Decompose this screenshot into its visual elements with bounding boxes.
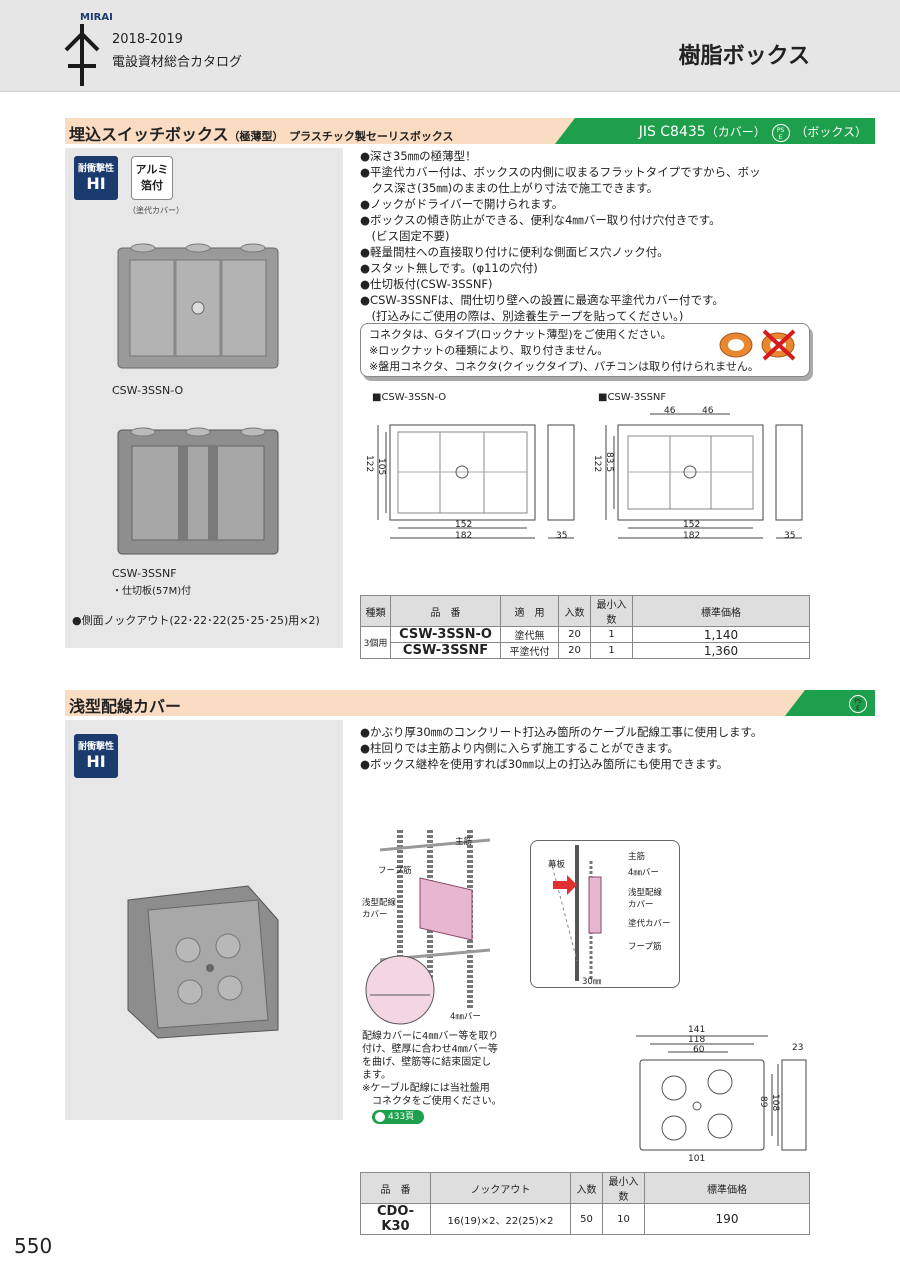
cdo-dim-108: 108 [770, 1094, 780, 1112]
cdo-dim-141: 141 [688, 1025, 706, 1035]
label-main-bar: 主筋 [455, 837, 473, 847]
brand-name: MIRAI [80, 12, 113, 23]
aluminum-note: （塗代カバー） [128, 206, 184, 215]
mirai-logo-icon [64, 24, 100, 86]
label-hoop: フープ筋 [378, 866, 412, 876]
dim2-width-182: 182 [683, 531, 701, 541]
dim-width-182: 182 [455, 531, 473, 541]
section1-feature-list: ●深さ35㎜の極薄型！●平塗代カバー付は、ボックスの内側に収まるフラットタイプで… [360, 149, 761, 323]
label-4mm-bar-2: 4㎜バー [628, 868, 659, 878]
product1-label: CSW-3SSN-O [112, 384, 184, 397]
dim-depth-35: 35 [556, 531, 568, 541]
label-cover: 浅型配線カバー [362, 898, 397, 920]
dim2-height-122: 122 [592, 455, 602, 473]
dim-pitch-46-right: 46 [702, 406, 714, 416]
section1-band: 埋込スイッチボックス（極薄型） プラスチック製セーリスボックス JIS C843… [65, 118, 875, 144]
section1-image-panel [65, 148, 343, 648]
table-row: CDO-K30 16(19)×2、22(25)×2 50 10 190 [360, 1203, 810, 1235]
diagram2-label: ■CSW-3SSNF [598, 392, 667, 403]
catalog-year: 2018-2019 [112, 32, 183, 47]
table-row: CSW-3SSNF 平塗代付 20 1 1,360 [361, 642, 810, 659]
diagram1-label: ■CSW-3SSN-O [372, 392, 447, 403]
diagram-csw-3ssn-o [377, 424, 575, 539]
product2-label: CSW-3SSNF [112, 567, 177, 580]
section2-feature-list: ●かぶり厚30㎜のコンクリート打込み箇所のケーブル配線工事に使用します。●柱回り… [360, 725, 763, 771]
knockout-note: ●側面ノックアウト(22･22･22(25･25･25)用×2) [72, 614, 320, 627]
table-row: 3個用 CSW-3SSN-O 塗代無 20 1 1,140 [360, 626, 810, 659]
cdo-dim-118: 118 [688, 1035, 706, 1045]
cdo-dim-60: 60 [693, 1045, 705, 1055]
page-title: 樹脂ボックス [678, 44, 810, 69]
aluminum-badge: アルミ箔付 [131, 156, 173, 200]
catalog-name: 電設資材総合カタログ [112, 55, 243, 70]
section2-title: 浅型配線カバー [69, 697, 182, 716]
section1-price-table: 種類 品 番 適 用 入数 最小入数 標準価格 3個用 CSW-3SSN-O 塗… [360, 595, 810, 659]
dim2-width-152: 152 [683, 520, 701, 530]
label-cover-2: 浅型配線カバー [628, 888, 663, 910]
dim2-height-83: 83.5 [604, 452, 614, 473]
cdo-dim-89: 89 [758, 1096, 768, 1108]
product2-note: ・仕切板(57M)付 [112, 586, 192, 597]
label-paint-cover: 塗代カバー [628, 919, 671, 929]
product-photo-csw-3ssnf [117, 427, 279, 555]
page-reference-link[interactable]: 433頁 [372, 1110, 424, 1124]
dim-width-152: 152 [455, 520, 473, 530]
product-photo-cdo-k30 [127, 885, 279, 1039]
installation-diagram-1 [365, 830, 491, 1025]
dim-height-105: 105 [376, 458, 386, 476]
cdo-dim-23: 23 [792, 1043, 804, 1053]
dim2-depth-35: 35 [784, 531, 796, 541]
dim-pitch-46-left: 46 [664, 406, 676, 416]
diagram-cdo-k30 [636, 1035, 807, 1151]
install-note: 配線カバーに4㎜バー等を取り付け、壁厚に合わせ4㎜バー等 を曲げ、壁筋等に結束固… [362, 1031, 502, 1107]
installation-diagram-2-frame [530, 840, 680, 988]
product-photo-csw-3ssn-o [117, 243, 279, 369]
dim-height-122: 122 [364, 455, 374, 473]
locknut-icon [719, 329, 796, 361]
page-number: 550 [14, 1234, 53, 1258]
label-hoop-2: フープ筋 [628, 942, 662, 952]
label-form: 幕板 [548, 860, 566, 870]
section2-price-table: 品 番 ノックアウト 入数 最小入数 標準価格 CDO-K30 16(19)×2… [360, 1172, 810, 1235]
section1-title: 埋込スイッチボックス（極薄型） プラスチック製セーリスボックス [69, 125, 454, 144]
cdo-dim-101: 101 [688, 1154, 706, 1164]
label-4mm-bar: 4㎜バー [450, 1012, 481, 1022]
page-header: MIRAI 2018-2019 電設資材総合カタログ 樹脂ボックス [0, 0, 900, 92]
label-main-bar-2: 主筋 [628, 852, 646, 862]
label-30mm: 30㎜ [582, 977, 602, 987]
diagram-csw-3ssnf [605, 413, 803, 539]
installation-diagram-2 [550, 845, 602, 981]
